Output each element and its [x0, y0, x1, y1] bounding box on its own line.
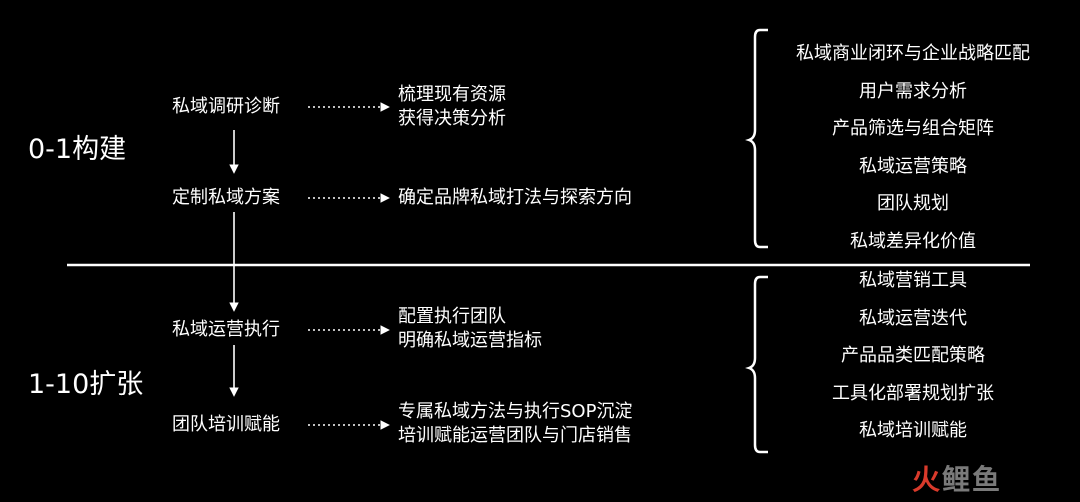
outcome-item: 私域培训赋能 — [859, 420, 967, 442]
step-research-diagnosis: 私域调研诊断 — [172, 96, 280, 117]
step-team-training: 团队培训赋能 — [172, 414, 280, 435]
outcome-item: 私域差异化价值 — [850, 230, 976, 252]
outcome-list-build: 私域商业闭环与企业战略匹配 用户需求分析 产品筛选与组合矩阵 私域运营策略 团队… — [763, 35, 1063, 261]
outcome-item: 私域运营迭代 — [859, 307, 967, 329]
watermark-logo: 火鲤鱼 — [912, 458, 1002, 498]
step-desc-line: 培训赋能运营团队与门店销售 — [398, 425, 632, 446]
outcome-item: 私域运营策略 — [859, 155, 967, 177]
step-desc-group: 专属私域方法与执行SOP沉淀 培训赋能运营团队与门店销售 — [398, 400, 632, 448]
brace-top — [745, 28, 768, 249]
step-desc-line: 明确私域运营指标 — [398, 330, 542, 351]
outcome-item: 私域营销工具 — [859, 270, 967, 291]
step-desc-group: 梳理现有资源 获得决策分析 — [398, 83, 506, 131]
outcome-item: 用户需求分析 — [859, 80, 967, 102]
outcome-item: 私域商业闭环与企业战略匹配 — [796, 43, 1030, 64]
outcome-item: 团队规划 — [877, 193, 949, 215]
step-desc-group: 确定品牌私域打法与探索方向 — [398, 186, 632, 210]
step-desc-group: 配置执行团队 明确私域运营指标 — [398, 305, 542, 353]
watermark-fire-glyph: 火 — [912, 463, 943, 496]
step-custom-plan: 定制私域方案 — [172, 187, 280, 208]
outcome-item: 产品品类匹配策略 — [841, 345, 985, 367]
step-desc-line: 确定品牌私域打法与探索方向 — [398, 187, 632, 208]
brace-bottom — [745, 275, 768, 454]
step-desc-line: 专属私域方法与执行SOP沉淀 — [398, 401, 633, 422]
step-desc-line: 梳理现有资源 — [398, 84, 506, 105]
step-operation-execution: 私域运营执行 — [172, 319, 280, 340]
outcome-item: 工具化部署规划扩张 — [832, 382, 994, 404]
outcome-list-expand: 私域营销工具 私域运营迭代 产品品类匹配策略 工具化部署规划扩张 私域培训赋能 — [763, 262, 1063, 450]
watermark-fish-glyphs: 鲤鱼 — [942, 463, 1003, 496]
step-desc-line: 获得决策分析 — [398, 108, 506, 129]
step-desc-line: 配置执行团队 — [398, 306, 506, 327]
phase-label-build: 0-1构建 — [28, 134, 127, 165]
phase-label-expand: 1-10扩张 — [28, 369, 144, 400]
outcome-item: 产品筛选与组合矩阵 — [832, 118, 994, 140]
